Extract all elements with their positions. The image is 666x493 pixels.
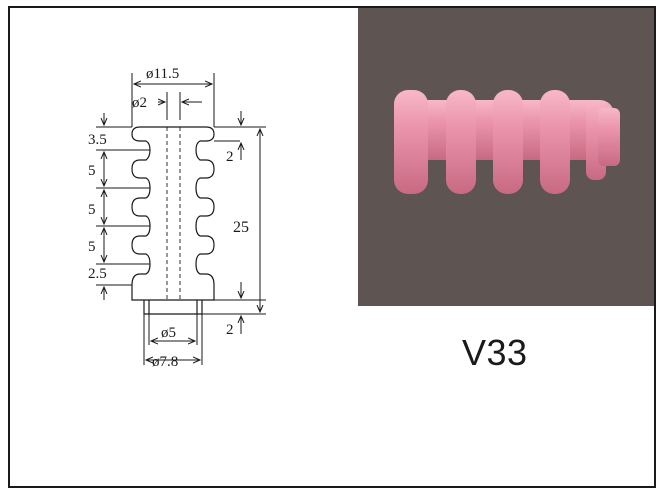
- label-top-offset: 3.5: [88, 132, 107, 148]
- ceramic-insulator-photo: [394, 90, 620, 194]
- label-top-flange: 2: [226, 149, 234, 165]
- dim-total-length: [202, 111, 266, 334]
- dim-overall-diameter: [131, 73, 215, 127]
- dim-bore-diameter: [158, 92, 202, 120]
- label-pitch-1: 5: [88, 163, 96, 179]
- label-boss-outer-diameter: ø7.8: [152, 354, 178, 370]
- label-boss-inner-diameter: ø5: [161, 325, 176, 341]
- label-bore-diameter: ø2: [132, 95, 147, 111]
- dim-left-stack: [96, 113, 150, 300]
- label-pitch-2: 5: [88, 202, 96, 218]
- insulator-outline: [131, 126, 215, 315]
- dim-boss-diameters: [143, 314, 203, 365]
- product-photo-panel: [358, 8, 654, 306]
- outer-border: [8, 6, 656, 488]
- label-bottom-offset: 2.5: [88, 266, 107, 282]
- label-total-length: 25: [233, 219, 249, 236]
- label-pitch-3: 5: [88, 239, 96, 255]
- bore-hidden-lines: [166, 127, 181, 300]
- label-overall-diameter: ø11.5: [146, 66, 179, 82]
- label-boss-height: 2: [226, 322, 234, 338]
- product-model-label: V33: [462, 332, 528, 373]
